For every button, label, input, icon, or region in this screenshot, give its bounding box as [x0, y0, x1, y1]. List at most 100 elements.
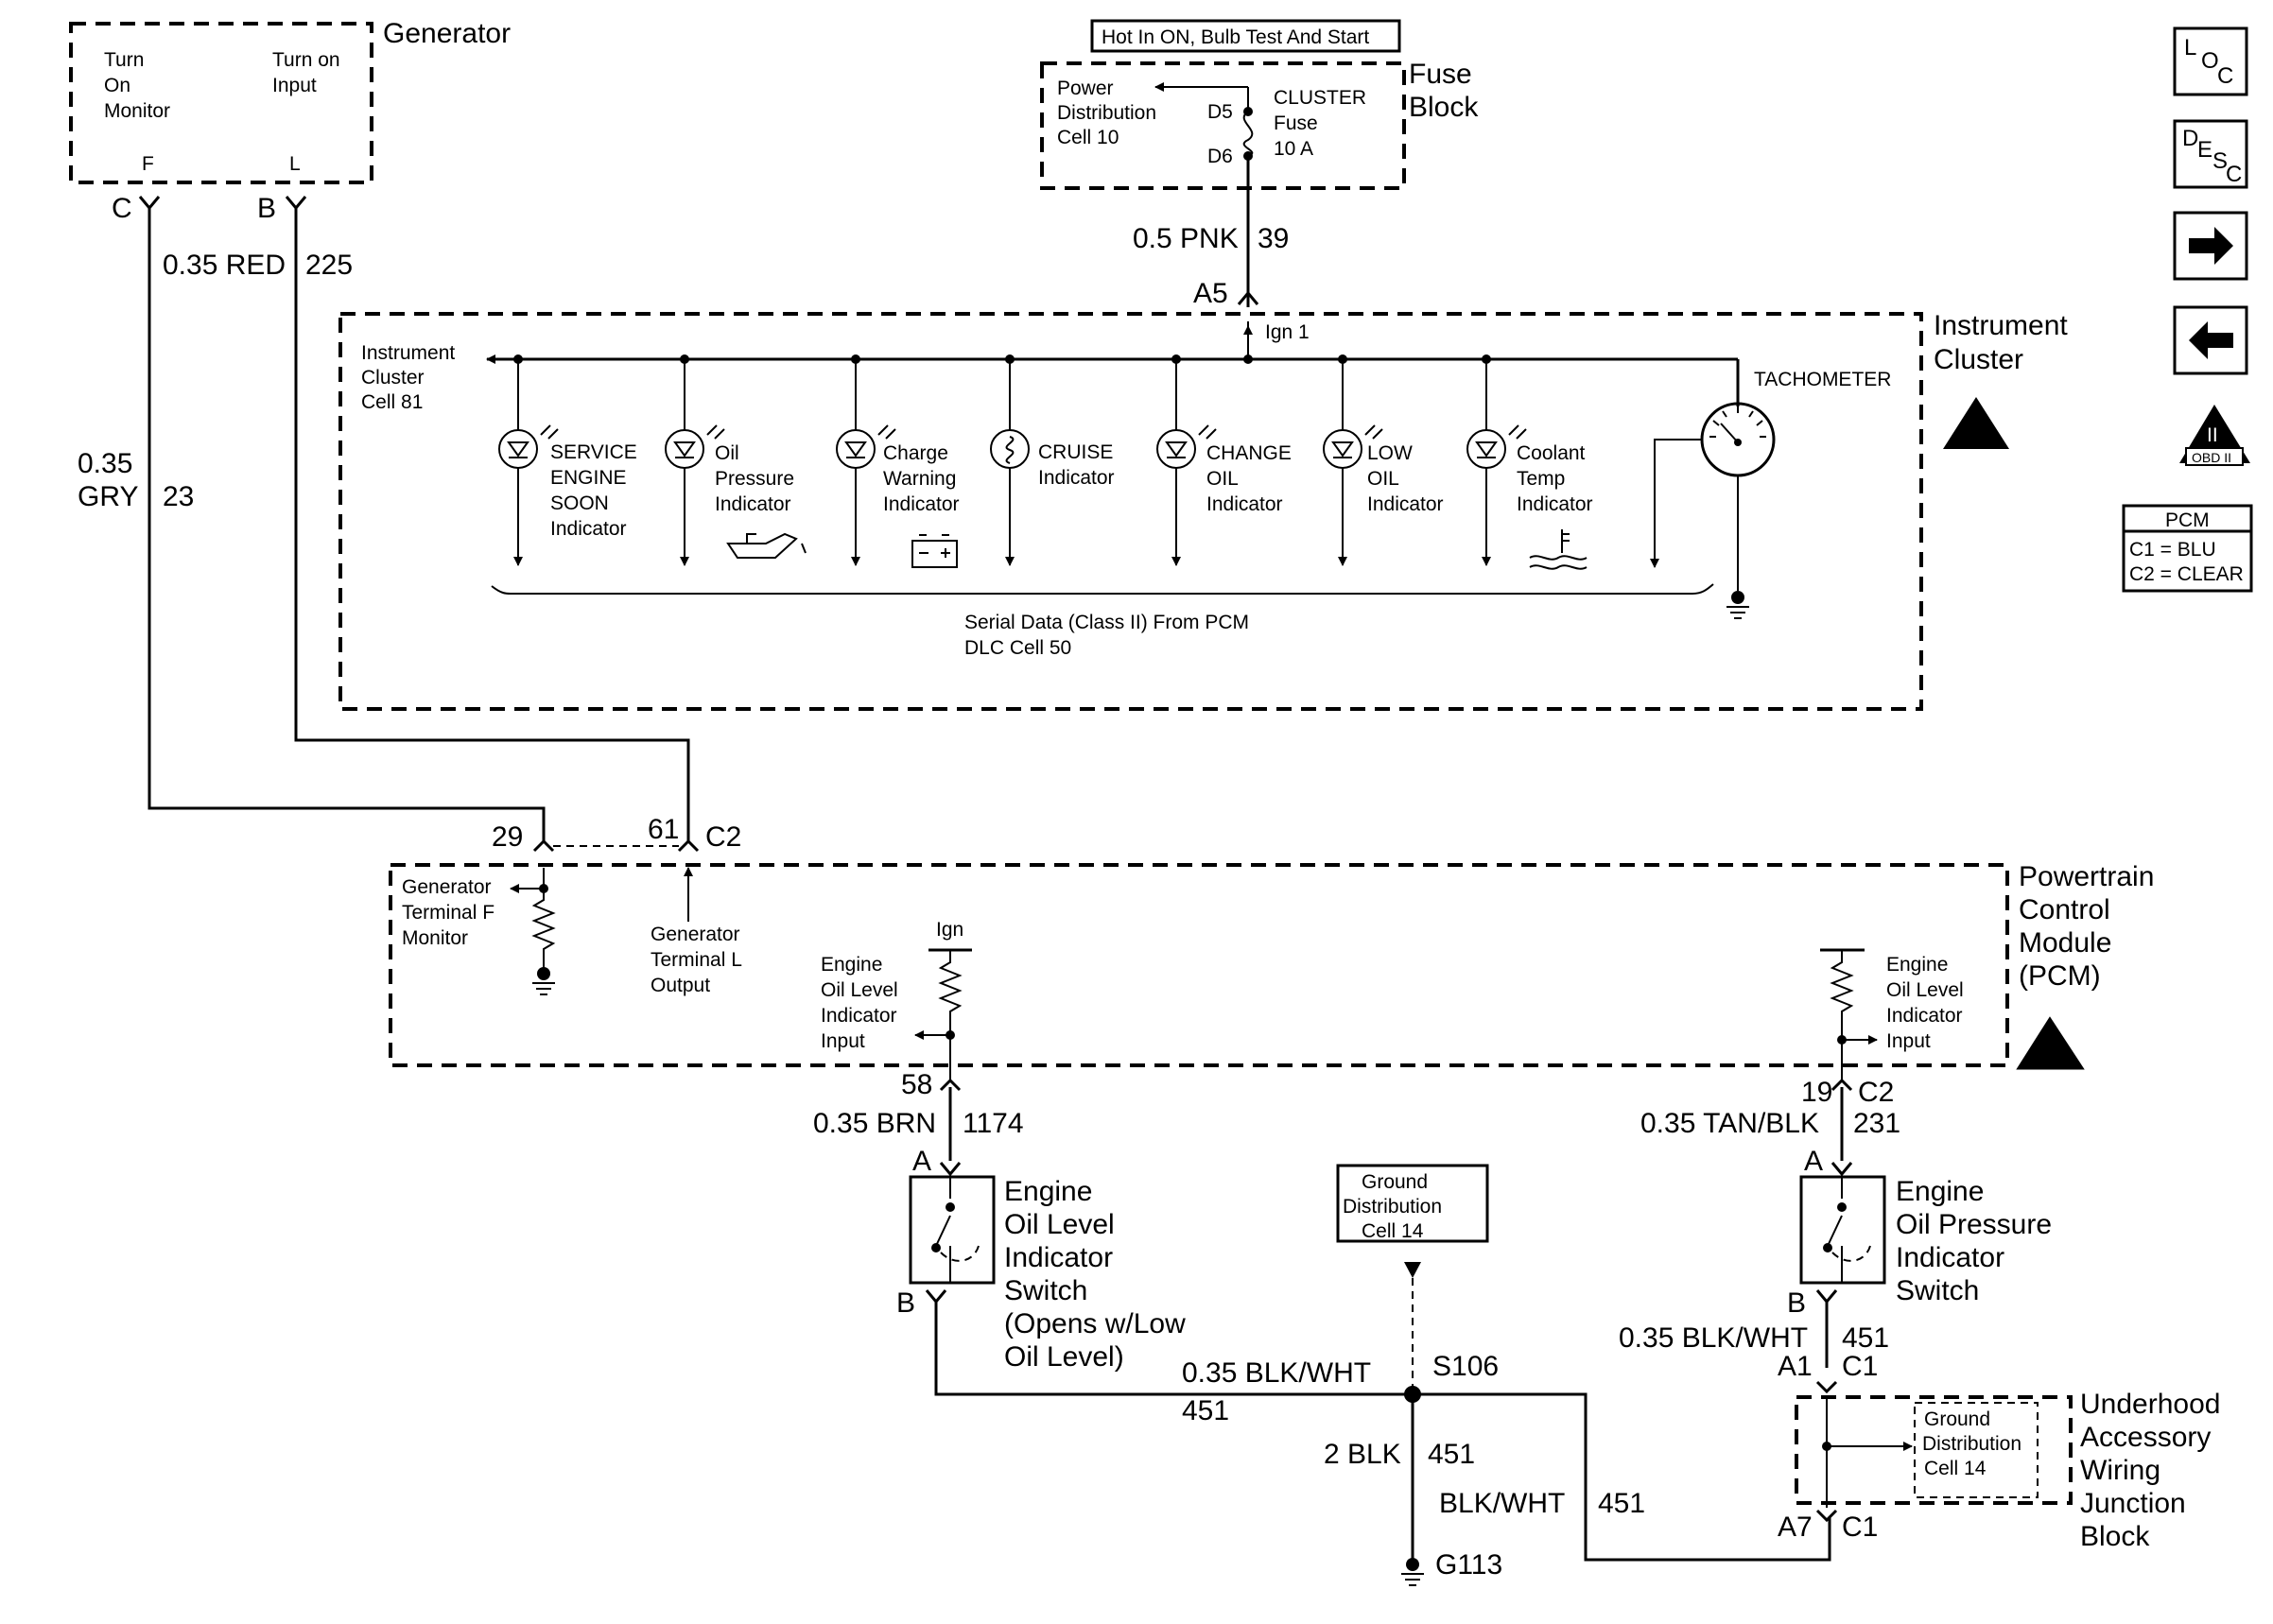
uajb-title-3: Wiring: [2080, 1455, 2160, 1486]
wire-brn-label: 0.35 BRN: [813, 1108, 936, 1139]
resistor-icon: [938, 950, 963, 1082]
wire-gry-a: 0.35: [78, 448, 132, 479]
gen-l-out-3: Output: [651, 975, 710, 996]
pcm-ign: Ign: [936, 919, 963, 941]
fuse-d5: D5: [1207, 101, 1233, 123]
fuse-block-title-2: Block: [1409, 92, 1479, 123]
pcm-legend-c2: C2 = CLEAR: [2129, 563, 2244, 585]
wire-red-num: 225: [305, 250, 353, 281]
wire-tanblk-label: 0.35 TAN/BLK: [1640, 1108, 1819, 1139]
switch-icon: [935, 1177, 951, 1283]
eoli-right-1: Engine: [1886, 954, 1948, 976]
ind-charge-1: Charge: [883, 442, 948, 464]
uajb-c1-bot: C1: [1842, 1512, 1878, 1543]
cell81-3: Cell 81: [361, 391, 423, 413]
desc-e: E: [2197, 137, 2212, 163]
fuse-d6: D6: [1207, 146, 1233, 167]
uajb-title-4: Junction: [2080, 1488, 2186, 1519]
oil-pressure-switch: A B Engine Oil Pressure Indicator Switch: [1787, 1146, 2052, 1319]
cell81-1: Instrument: [361, 342, 455, 364]
fuse-name-3: 10 A: [1274, 138, 1313, 160]
indicator-change-oil: CHANGE OIL Indicator: [1156, 354, 1292, 566]
fuse-block: Hot In ON, Bulb Test And Start Fuse Bloc…: [1040, 19, 1479, 190]
gen-l-out-2: Terminal L: [651, 949, 742, 971]
eoli-right-4: Input: [1886, 1030, 1931, 1052]
wire-pnk-num: 39: [1258, 223, 1289, 254]
obd-ii-badge: II OBD II: [2179, 405, 2250, 466]
eoli-right-2: Oil Level: [1886, 979, 1964, 1001]
ind-oilp-2: Pressure: [715, 468, 794, 490]
level-switch-2: Oil Level: [1004, 1209, 1115, 1240]
pcm-title-1: Powertrain: [2019, 861, 2154, 892]
indicator-cruise: CRUISE Indicator: [990, 354, 1115, 566]
ind-coolant-3: Indicator: [1517, 493, 1593, 515]
gen-turn-on-monitor-1: Turn: [104, 49, 144, 71]
pcm-pin19: 19: [1801, 1077, 1832, 1108]
pressure-switch-a: A: [1804, 1146, 1823, 1177]
ind-charge-2: Warning: [883, 468, 956, 490]
obd-label: OBD II: [2192, 450, 2231, 465]
loc-o: O: [2201, 48, 2219, 74]
level-switch-4: Switch: [1004, 1275, 1087, 1306]
loc-button[interactable]: L O C: [2173, 26, 2248, 96]
ind-service-1: SERVICE: [550, 441, 637, 463]
underhood-junction-block: 0.35 BLK/WHT 451 A1 C1 Ground Distributi…: [1619, 1302, 2220, 1552]
uajb-title-2: Accessory: [2080, 1422, 2211, 1453]
fuse-name-2: Fuse: [1274, 112, 1318, 134]
fuse-name-1: CLUSTER: [1274, 87, 1366, 109]
pcm-legend: PCM C1 = BLU C2 = CLEAR: [2122, 504, 2253, 593]
ind-oilp-3: Indicator: [715, 493, 791, 515]
ind-coolant-2: Temp: [1517, 468, 1565, 490]
ind-change-2: OIL: [1206, 468, 1239, 490]
level-switch-b: B: [896, 1287, 915, 1319]
power-dist-1: Power: [1057, 78, 1114, 99]
pcm-legend-title: PCM: [2165, 510, 2210, 531]
esd-warning-icon: [2019, 1019, 2082, 1068]
pcm: 29 61 C2 Powertrain Control Module (PCM)…: [389, 814, 2154, 1082]
ind-change-1: CHANGE: [1206, 442, 1292, 464]
coolant-icon: [1529, 529, 1588, 570]
power-dist-2: Distribution: [1057, 102, 1156, 124]
uajb-gd-2: Distribution: [1922, 1433, 2021, 1455]
resistor-icon: [1830, 950, 1854, 1082]
wire-gry-b: GRY: [78, 481, 138, 512]
ground-icon: [1726, 606, 1749, 619]
loc-c: C: [2217, 63, 2233, 89]
led-icon: [498, 429, 538, 469]
uajb-c1-top: C1: [1842, 1351, 1878, 1382]
ind-change-3: Indicator: [1206, 493, 1283, 515]
indicator-coolant-temp: Coolant Temp Indicator: [1466, 354, 1593, 570]
wire-blk2-num: 451: [1428, 1439, 1475, 1470]
ind-low-1: LOW: [1367, 442, 1413, 464]
resistor-icon: [531, 889, 556, 969]
ind-service-3: SOON: [550, 492, 609, 514]
cluster-title-2: Cluster: [1934, 344, 2023, 375]
gen-turn-on-monitor-2: On: [104, 75, 130, 96]
arrow-right-icon: [2189, 227, 2233, 265]
level-switch-3: Indicator: [1004, 1242, 1113, 1273]
pcm-pin29: 29: [492, 821, 523, 853]
fuse-symbol: [1242, 111, 1254, 157]
wire-blkwht: BLK/WHT: [1439, 1488, 1565, 1519]
gen-turn-on-input-2: Input: [272, 75, 317, 96]
ground-icon: [1401, 1573, 1424, 1586]
pressure-switch-1: Engine: [1896, 1176, 1984, 1207]
prev-button[interactable]: [2173, 305, 2248, 375]
eoli-left-1: Engine: [821, 954, 882, 976]
indicator-low-oil: LOW OIL Indicator: [1323, 354, 1444, 566]
power-dist-3: Cell 10: [1057, 127, 1119, 148]
next-button[interactable]: [2173, 211, 2248, 281]
gen-turn-on-input-1: Turn on: [272, 49, 340, 71]
ind-coolant-1: Coolant: [1517, 442, 1586, 464]
oil-level-switch: A B Engine Oil Level Indicator Switch (O…: [896, 1146, 1186, 1373]
eoli-left-2: Oil Level: [821, 979, 898, 1001]
uajb-gd-1: Ground: [1924, 1408, 1990, 1430]
wire-blk2: 2 BLK: [1324, 1439, 1401, 1470]
ind-service-2: ENGINE: [550, 467, 627, 489]
esd-warning-icon: [1943, 397, 2009, 449]
desc-button[interactable]: D E S C: [2173, 119, 2248, 189]
arrow-left-icon: [2189, 321, 2233, 359]
wire-blkwht-right: 0.35 BLK/WHT: [1619, 1322, 1808, 1354]
gen-f-mon-1: Generator: [402, 876, 492, 898]
